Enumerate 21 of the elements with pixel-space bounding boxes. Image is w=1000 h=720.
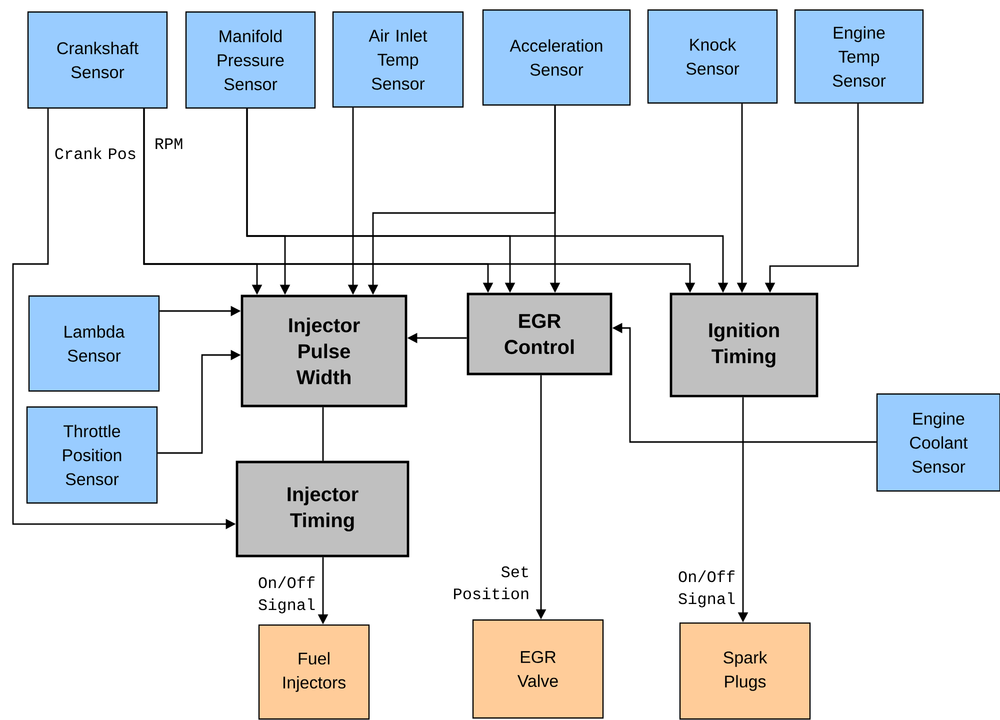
output-box: EGR Valve	[472, 619, 604, 719]
sensor-box: Crankshaft Sensor	[27, 11, 168, 109]
control-box: Injector Timing	[236, 460, 410, 558]
sensor-box: Manifold Pressure Sensor	[185, 11, 316, 109]
sensor-box: Knock Sensor	[647, 9, 778, 104]
control-box: Injector Pulse Width	[240, 294, 408, 408]
output-box: Fuel Injectors	[258, 624, 370, 720]
edge-label: On/Off Signal	[258, 576, 315, 614]
sensor-box: Acceleration Sensor	[482, 9, 631, 106]
sensor-box: Air Inlet Temp Sensor	[332, 11, 464, 108]
sensor-box: Engine Temp Sensor	[794, 9, 924, 104]
sensor-box: Engine Coolant Sensor	[876, 393, 1000, 492]
edge-label: Set Position	[454, 566, 528, 600]
output-box: Spark Plugs	[679, 622, 811, 720]
edge-label: Crank Pos	[55, 147, 136, 160]
sensor-box: Throttle Position Sensor	[26, 406, 158, 504]
control-box: Ignition Timing	[670, 292, 818, 398]
sensor-box: Lambda Sensor	[28, 295, 160, 392]
control-box: EGR Control	[466, 292, 612, 376]
edge-label: RPM	[156, 138, 182, 149]
edge-label: On/Off Signal	[678, 570, 735, 608]
